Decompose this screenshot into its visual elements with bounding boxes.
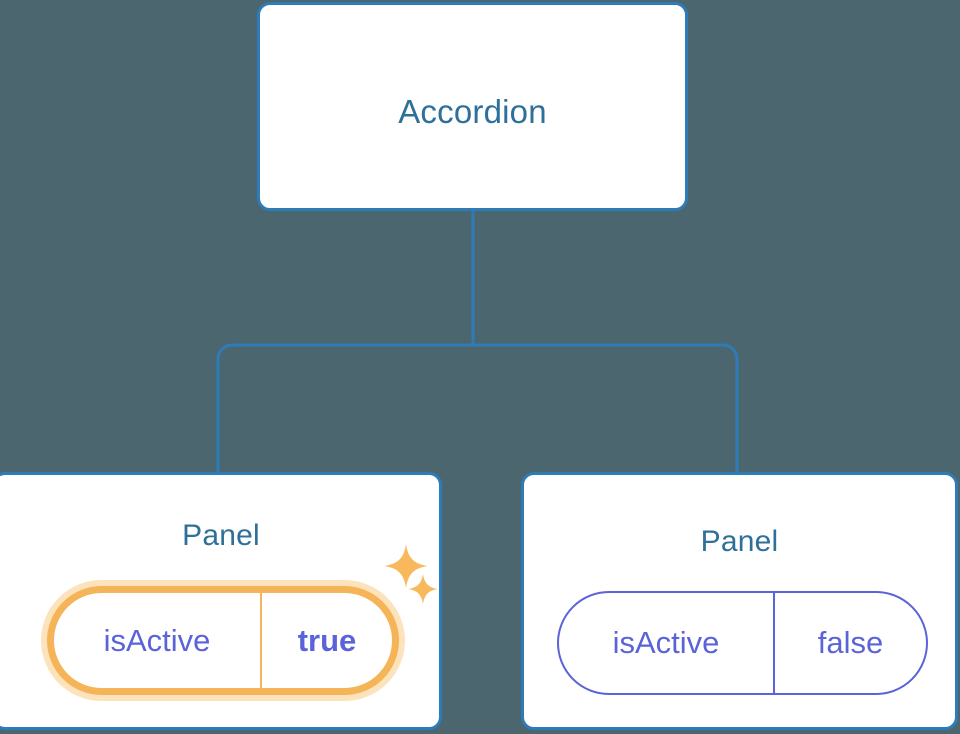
edge-branch-to-panel-left <box>216 343 473 474</box>
prop-value-label: true <box>297 622 357 658</box>
node-panel-inactive[interactable]: Panel isActive false <box>521 472 958 730</box>
prop-key-label: isActive <box>559 593 775 693</box>
node-panel-active-title: Panel <box>182 519 260 552</box>
node-panel-inactive-title: Panel <box>700 525 779 558</box>
prop-key-label: isActive <box>54 593 262 688</box>
node-accordion[interactable]: Accordion <box>257 2 688 211</box>
prop-pill-isactive-false[interactable]: isActive false <box>557 591 928 695</box>
prop-value-label: false <box>817 625 884 660</box>
node-accordion-title: Accordion <box>398 93 547 130</box>
edge-branch-to-panel-right <box>473 343 739 474</box>
prop-pill-isactive-true[interactable]: isActive true <box>47 586 399 695</box>
